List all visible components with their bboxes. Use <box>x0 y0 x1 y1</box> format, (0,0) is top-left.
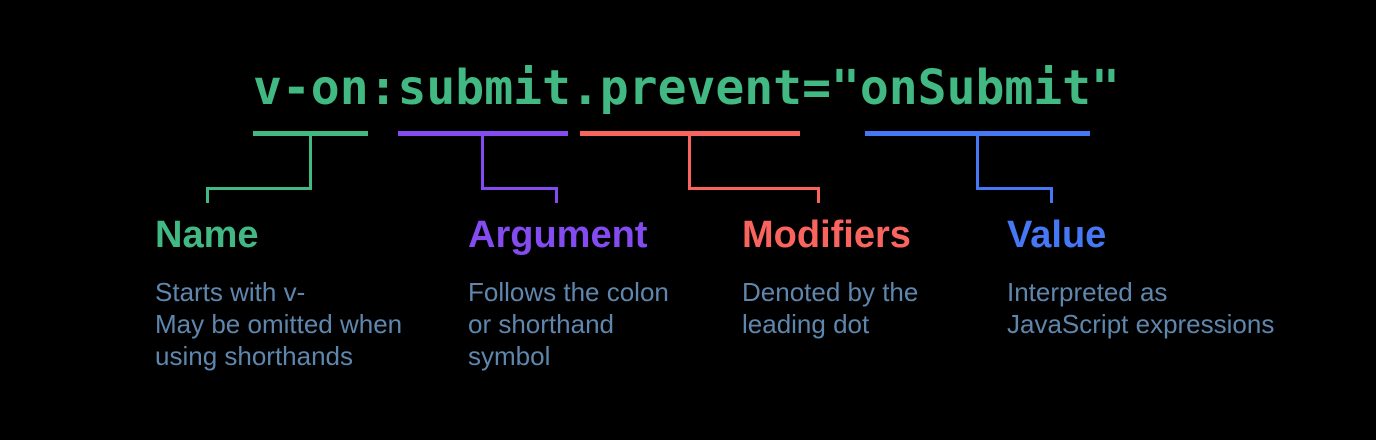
modifiers-description: Denoted by the leading dot <box>742 277 919 339</box>
argument-underline <box>398 131 568 136</box>
modifiers-connector-horizontal <box>688 187 820 190</box>
argument-connector-horizontal <box>481 187 558 190</box>
modifiers-connector-vertical <box>688 135 691 187</box>
name-connector-horizontal <box>206 187 312 190</box>
modifiers-label: Modifiers <box>742 214 911 256</box>
argument-connector-drop <box>555 187 558 203</box>
value-connector-drop <box>1050 187 1053 203</box>
argument-connector-vertical <box>481 135 484 187</box>
name-connector-drop <box>206 187 209 203</box>
name-label: Name <box>155 214 259 256</box>
name-underline <box>253 131 368 136</box>
modifiers-underline <box>580 131 800 136</box>
value-connector-horizontal <box>976 187 1053 190</box>
name-description: Starts with v- May be omitted when using… <box>155 277 403 371</box>
name-connector-vertical <box>309 135 312 187</box>
value-description: Interpreted as JavaScript expressions <box>1007 277 1275 339</box>
value-connector-vertical <box>976 135 979 187</box>
argument-label: Argument <box>468 214 648 256</box>
directive-code: v-on:submit.prevent="onSubmit" <box>253 60 1120 116</box>
value-label: Value <box>1007 214 1107 256</box>
value-underline <box>865 131 1090 136</box>
modifiers-connector-drop <box>817 187 820 203</box>
argument-description: Follows the colon or shorthand symbol <box>468 277 669 371</box>
